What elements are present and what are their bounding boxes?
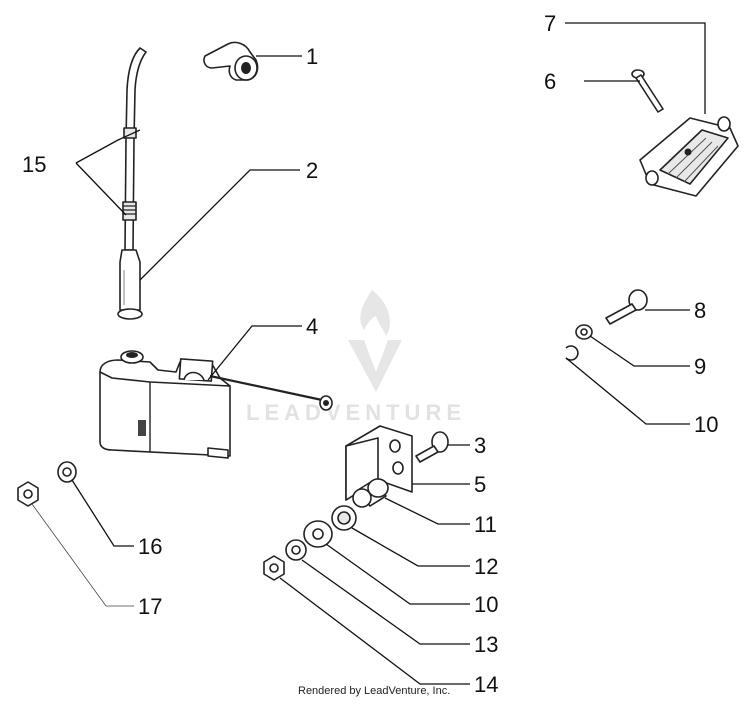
callout-4: 4 [306,314,318,339]
callout-9: 9 [694,354,706,379]
elbow-grommet [203,41,259,81]
callout-17: 17 [138,594,162,619]
callout-numbers: 1 2 3 4 5 6 7 8 9 10 11 12 10 13 14 15 1… [22,11,718,697]
callout-11: 11 [474,512,497,537]
washer-10-lower [303,520,333,548]
washer-13 [285,539,307,561]
callout-2: 2 [306,158,318,183]
callout-15: 15 [22,152,46,177]
callout-8: 8 [694,298,706,323]
nut-14 [263,555,285,581]
mounting-bracket [345,425,413,501]
callout-10-lower: 10 [474,592,498,617]
callout-6: 6 [544,69,556,94]
bolt-3 [415,431,449,463]
callout-5: 5 [474,472,486,497]
callout-12: 12 [474,554,498,579]
leadventure-watermark: LEADVENTURE [246,290,466,425]
callout-16: 16 [138,534,162,559]
clip-ring-10-upper [565,345,579,361]
watermark-brand-text: LEADVENTURE [246,400,466,425]
oil-tank [99,350,333,459]
footer-credit: Rendered by LeadVenture, Inc. [298,685,450,697]
washer-9 [575,324,593,340]
spacer-11 [352,478,389,508]
callout-10-upper: 10 [694,412,718,437]
washer-16 [57,461,77,483]
callout-13: 13 [474,632,498,657]
callout-7: 7 [544,11,556,36]
bolt-8 [605,289,648,325]
cap-screw [631,69,664,113]
leader-lines [31,22,706,685]
callout-3: 3 [474,433,486,458]
tank-cap-assembly [639,116,739,197]
lock-washer-12 [331,505,357,531]
callout-1: 1 [306,44,318,69]
nut-17 [17,481,39,507]
callout-14: 14 [474,672,498,697]
